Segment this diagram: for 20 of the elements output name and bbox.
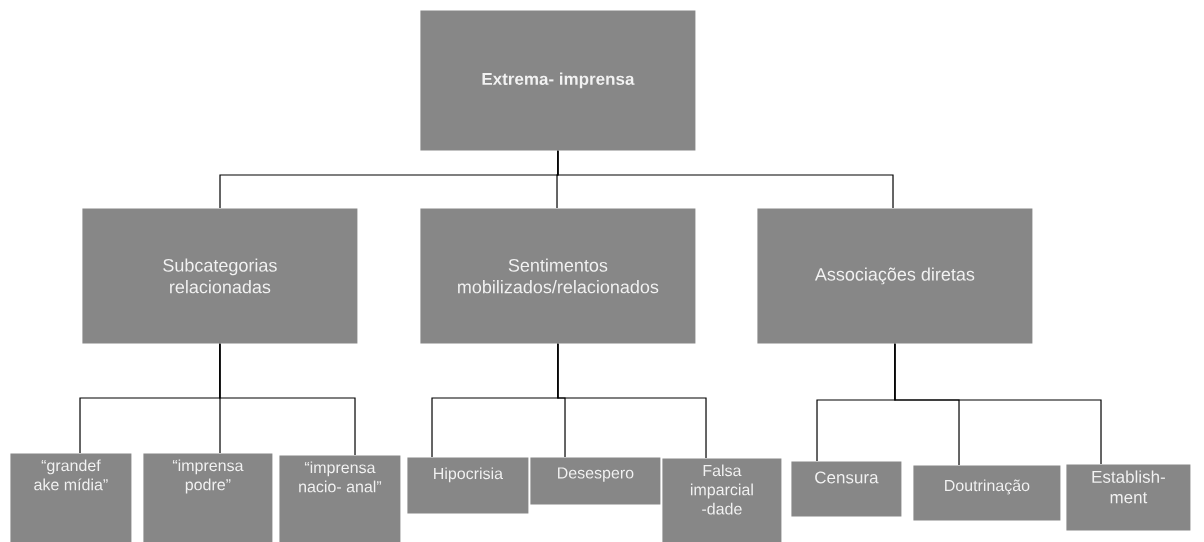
node-label: Desespero: [558, 467, 634, 482]
connector-line: [557, 150, 894, 209]
connector-line: [219, 343, 356, 456]
node-label: Hipocrisia: [434, 467, 504, 483]
connector-line: [557, 343, 707, 459]
category-box: “imprensa nacio- anal”: [279, 455, 401, 542]
category-box: “imprensa podre”: [143, 453, 273, 542]
category-box: Extrema- imprensa: [420, 10, 696, 151]
category-box: Falsa imparcial -dade: [662, 458, 782, 542]
node-label: Falsa imparcial -dade: [690, 464, 753, 515]
category-box: Hipocrisia: [407, 457, 529, 514]
category-box: Doutrinação: [913, 465, 1061, 521]
connector-line: [894, 343, 1102, 465]
category-box: Censura: [791, 461, 902, 517]
category-box: Establish- ment: [1066, 464, 1191, 531]
category-box: Subcategorias relacionadas: [82, 208, 358, 344]
category-box: Sentimentos mobilizados/relacionados: [420, 208, 696, 344]
category-box: Desespero: [530, 457, 661, 505]
category-box: Associações diretas: [757, 208, 1033, 344]
category-box: “grandef ake mídia”: [10, 453, 132, 542]
